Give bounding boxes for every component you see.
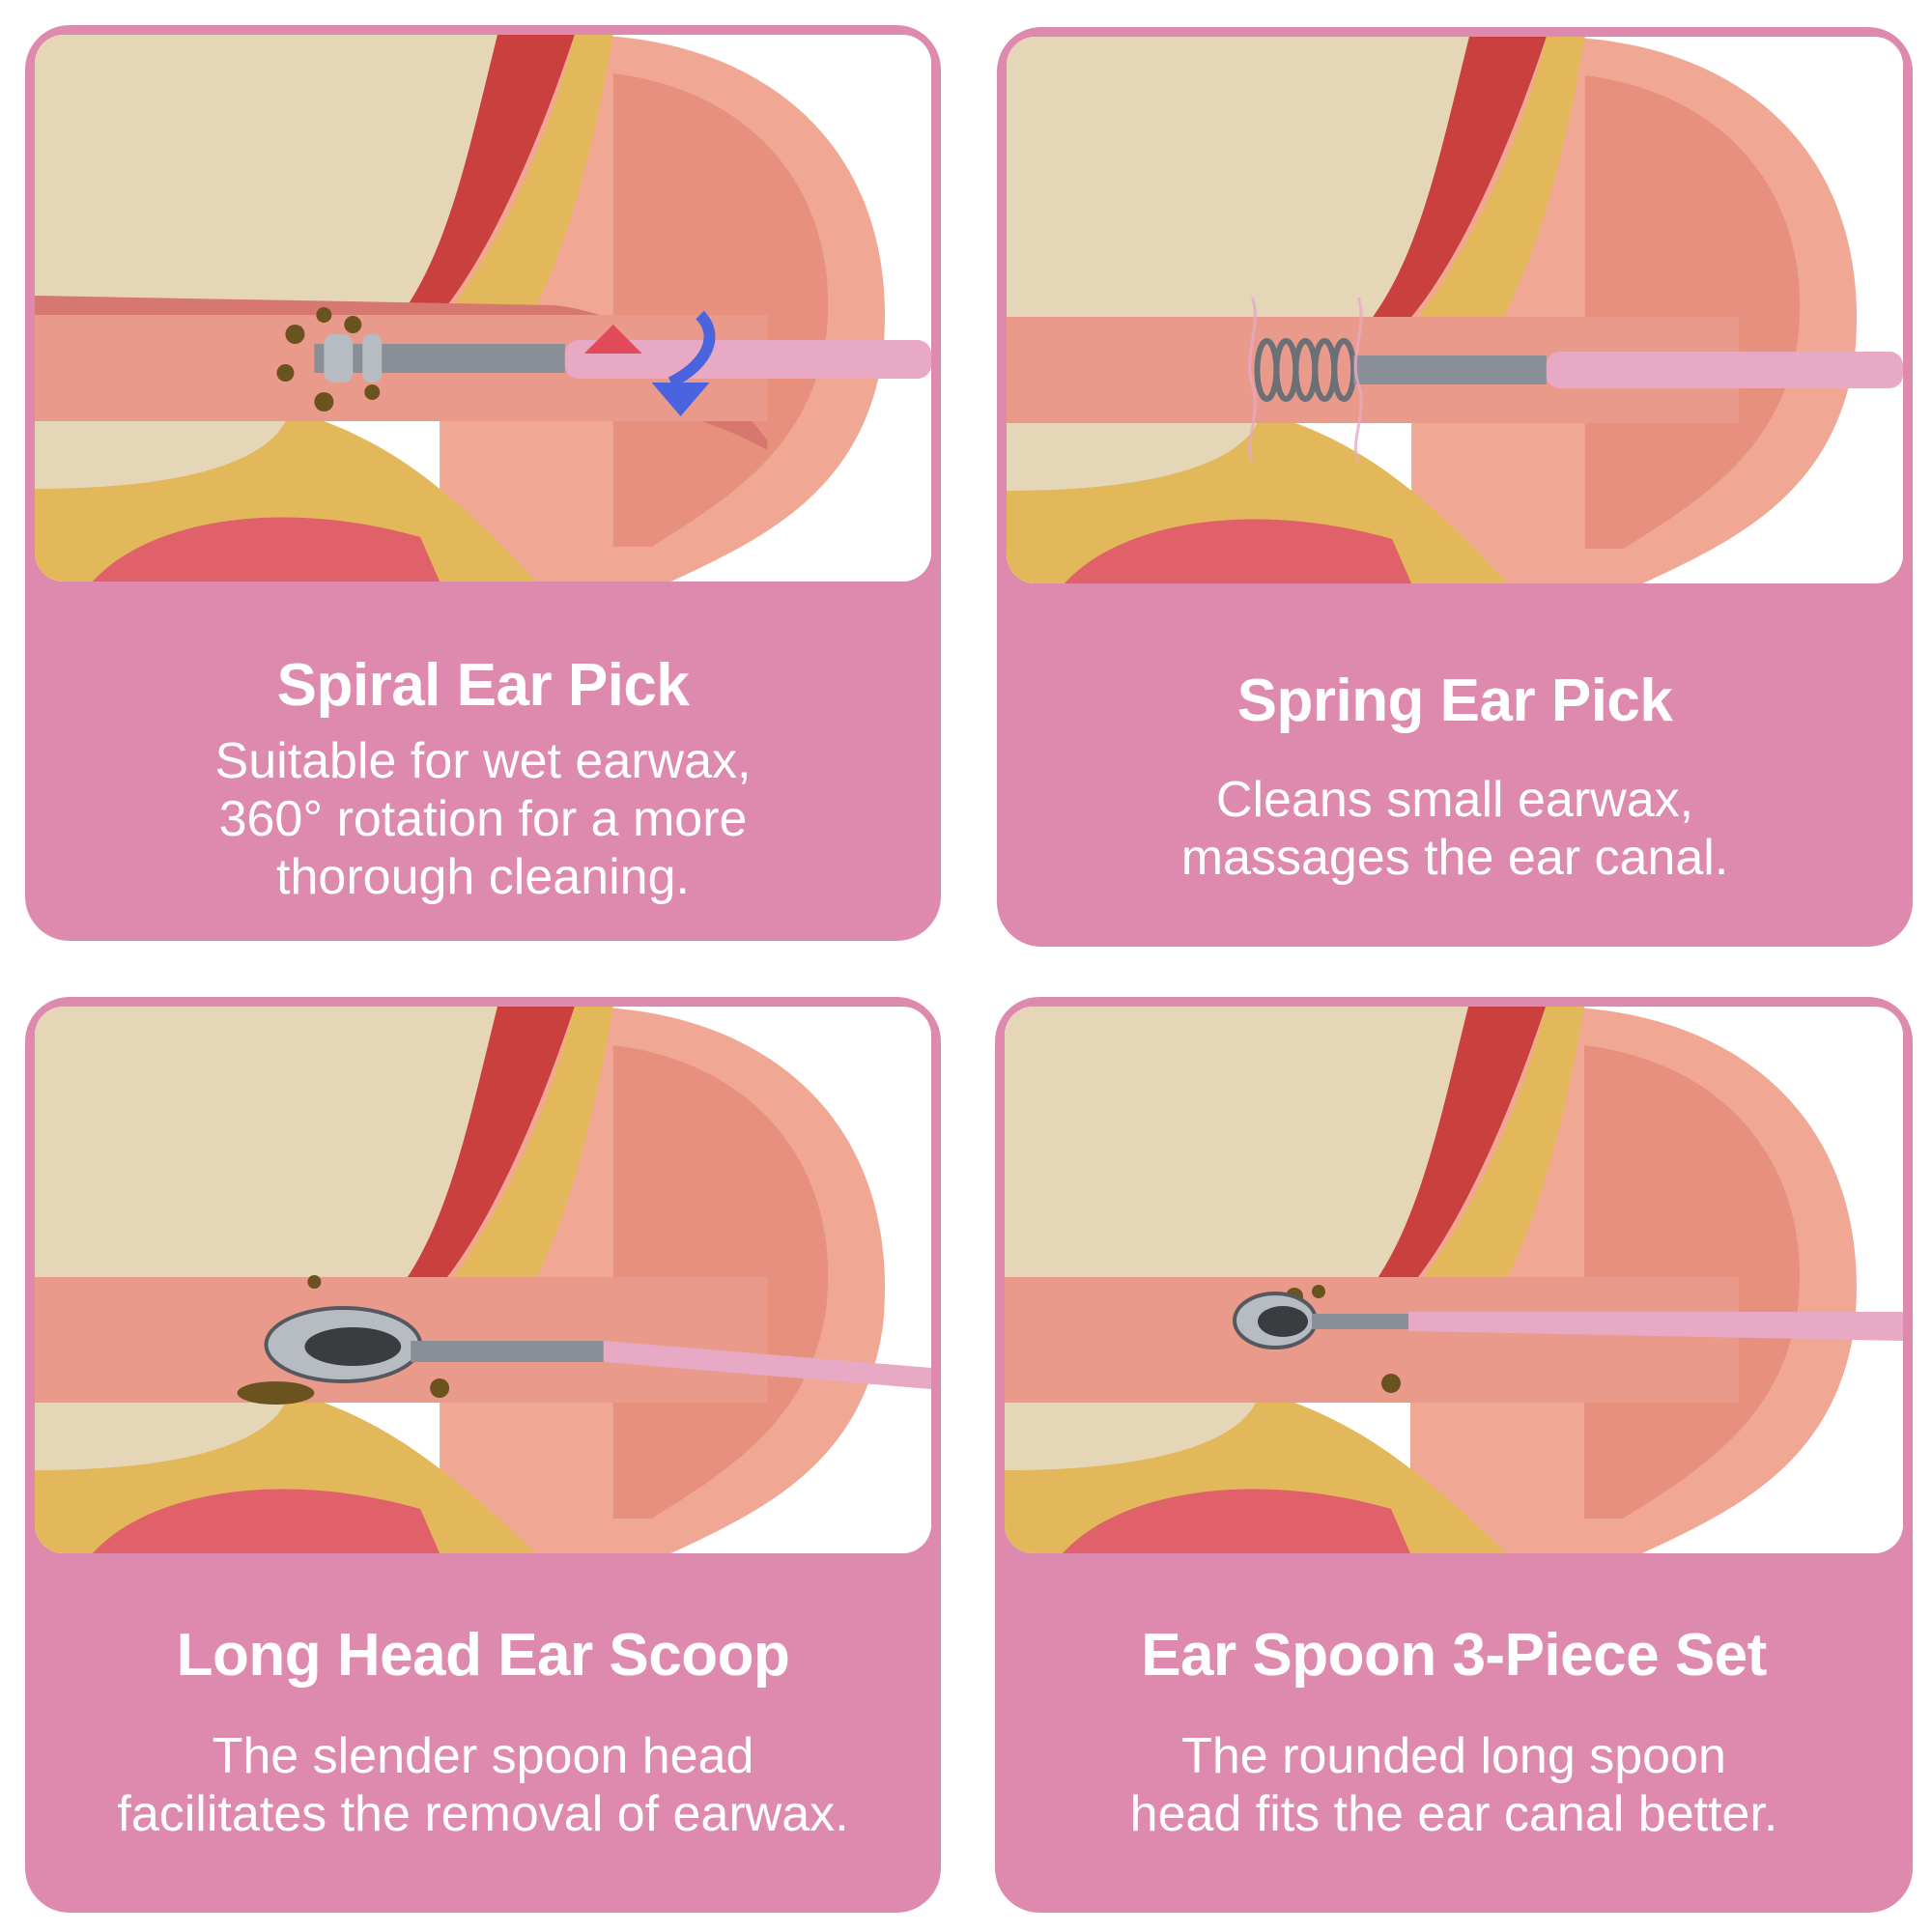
card-description: Cleans small earwax, massages the ear ca… (1180, 772, 1729, 886)
feature-card-spiral-ear-pick: Spiral Ear Pick Suitable for wet earwax,… (25, 25, 941, 941)
long-head-ear-scoop-tool (264, 1306, 931, 1389)
ear-cross-section-image (1007, 37, 1903, 583)
card-title: Spiral Ear Pick (276, 652, 690, 719)
earwax-particles (276, 307, 381, 412)
spiral-ear-pick-tool (314, 334, 931, 383)
card-title: Long Head Ear Scoop (176, 1622, 790, 1689)
card-description: The rounded long spoon head fits the ear… (1129, 1728, 1778, 1842)
card-description: The slender spoon head facilitates the r… (117, 1728, 849, 1842)
earwax-particles (237, 1275, 450, 1405)
feature-card-ear-spoon-set: Ear Spoon 3-Piece Set The rounded long s… (995, 997, 1913, 1913)
card-description: Suitable for wet earwax, 360° rotation f… (214, 733, 752, 905)
card-title: Spring Ear Pick (1236, 668, 1673, 734)
card-title: Ear Spoon 3-Piece Set (1141, 1622, 1767, 1689)
ear-canal-illustration (1007, 37, 1903, 583)
spring-ear-pick-tool (1254, 338, 1903, 402)
ear-cross-section-image (1005, 1007, 1903, 1553)
ear-spoon-tool (1233, 1292, 1903, 1350)
ear-canal-illustration (35, 35, 931, 582)
ear-cross-section-image (35, 1007, 931, 1553)
ear-canal-illustration (35, 1007, 931, 1553)
ear-canal-illustration (1005, 1007, 1903, 1553)
feature-card-spring-ear-pick: Spring Ear Pick Cleans small earwax, mas… (997, 27, 1913, 947)
feature-card-long-head-ear-scoop: Long Head Ear Scoop The slender spoon he… (25, 997, 941, 1913)
ear-cross-section-image (35, 35, 931, 582)
